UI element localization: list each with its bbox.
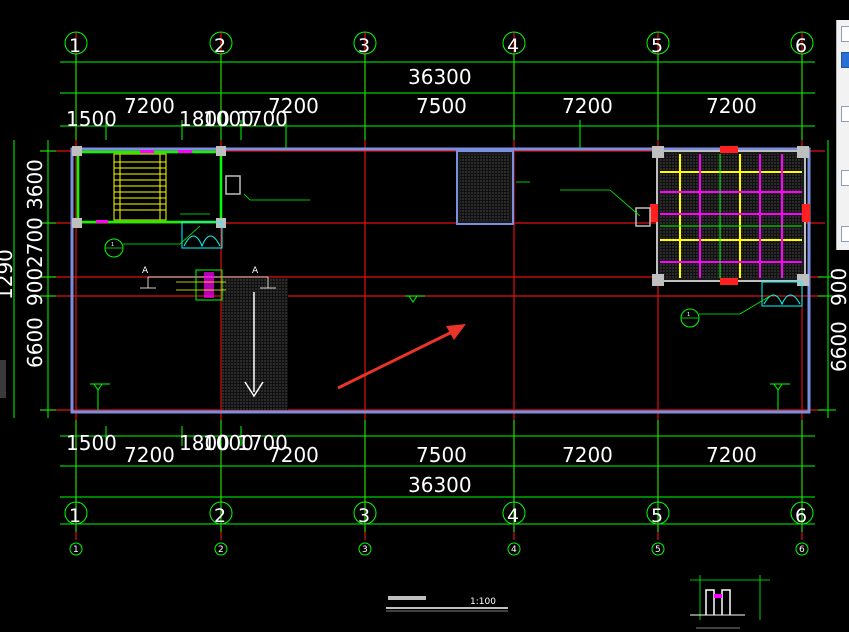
detail-callout-left-number: 1 [111,242,114,248]
left-dimension-text: 3600 2700 900 6600 1290 [0,159,47,368]
axis-label-bottom-1: 1 [69,505,81,527]
top-sub-mid3: 1700 [237,107,288,131]
small-axis-label-6: 6 [799,545,805,555]
section-mark-right: A [252,266,259,276]
central-shaft [456,150,514,225]
ramp-area [140,276,288,410]
top-span-5: 7200 [706,94,757,118]
small-axis-label-1: 1 [73,545,79,555]
bottom-span-2: 7200 [268,443,319,467]
checkbox-checked-icon[interactable] [841,52,849,68]
top-span-3: 7500 [416,94,467,118]
small-axis-label-4: 4 [511,545,517,555]
bottom-span-5: 7200 [706,443,757,467]
bottom-small-axis-bubbles [69,542,809,556]
axis-label-top-3: 3 [358,35,370,57]
water-fixture-right [761,281,803,307]
top-span-4: 7200 [562,94,613,118]
drawing-title-glyphs [388,596,426,600]
right-dim-6600: 6600 [827,321,849,372]
left-dim-6600: 6600 [23,317,47,368]
axis-label-bottom-5: 5 [651,505,663,527]
left-dim-2700: 2700 [23,217,47,268]
bottom-dimension-lines [60,420,815,532]
left-dim-3600: 3600 [23,159,47,210]
bottom-span-4: 7200 [562,443,613,467]
section-detail [690,575,770,629]
small-axis-label-3: 3 [362,545,368,555]
detail-callout-left: 1 [104,225,201,258]
bottom-small-axis-labels: 1 2 3 4 5 6 [73,545,805,555]
bottom-axis-labels: 1 2 3 4 5 6 [69,505,807,527]
small-axis-label-5: 5 [655,545,661,555]
checkbox-icon[interactable] [841,26,849,42]
right-dimension-text: 900 6600 [827,268,849,372]
checkbox-icon[interactable] [841,226,849,242]
annotation-leaders [243,181,641,217]
bottom-sub-mid3: 1700 [237,431,288,455]
top-axis-labels: 1 2 3 4 5 6 [69,35,807,57]
axis-label-bottom-3: 3 [358,505,370,527]
bottom-sub-mid2: 1000 [203,431,254,455]
right-dim-900: 900 [827,268,849,306]
water-fixture-left [180,213,223,249]
right-grid-room [635,146,810,286]
top-dimension-text: 36300 7200 7200 7500 7200 7200 1500 1800… [66,65,757,131]
top-dimension-lines [60,54,815,150]
left-dim-outer: 1290 [0,249,17,300]
axis-label-top-2: 2 [214,35,226,57]
bottom-sub-left: 1500 [66,431,117,455]
top-span-2: 7200 [268,94,319,118]
detail-callout-right: 1 [680,295,771,328]
drawing-scale: 1:100 [470,597,496,607]
bottom-sub-mid: 1800 [179,431,230,455]
axis-label-top-5: 5 [651,35,663,57]
bottom-axis-bubbles [64,501,814,525]
bottom-total-dimension: 36300 [408,473,472,497]
axis-label-top-1: 1 [69,35,81,57]
axis-label-bottom-6: 6 [795,505,807,527]
side-properties-panel[interactable] [836,20,849,250]
level-markers [90,295,790,410]
checkbox-icon[interactable] [841,106,849,122]
top-axis-bubbles [64,31,814,55]
stair-room-left [72,146,241,228]
top-sub-mid: 1800 [179,107,230,131]
axis-label-top-4: 4 [507,35,519,57]
axis-label-top-6: 6 [795,35,807,57]
top-sub-left: 1500 [66,107,117,131]
pit-detail [176,269,226,301]
top-sub-mid2: 1000 [203,107,254,131]
detail-callout-right-number: 1 [687,312,690,318]
annotation-arrow [337,324,466,390]
bottom-dimension-text: 1500 1800 1000 1700 7200 7200 7500 7200 … [66,431,757,497]
top-span-1: 7200 [124,94,175,118]
axis-label-bottom-4: 4 [507,505,519,527]
checkbox-icon[interactable] [841,170,849,186]
small-axis-label-2: 2 [218,545,224,555]
bottom-span-3: 7500 [416,443,467,467]
top-total-dimension: 36300 [408,65,472,89]
section-mark-left: A [142,266,149,276]
drawing-title: 1:100 [386,596,508,612]
bottom-span-1: 7200 [124,443,175,467]
axis-label-bottom-2: 2 [214,505,226,527]
side-dimension-lines [13,140,836,418]
left-dim-900: 900 [23,268,47,306]
left-toolbar-strip[interactable] [0,360,6,398]
